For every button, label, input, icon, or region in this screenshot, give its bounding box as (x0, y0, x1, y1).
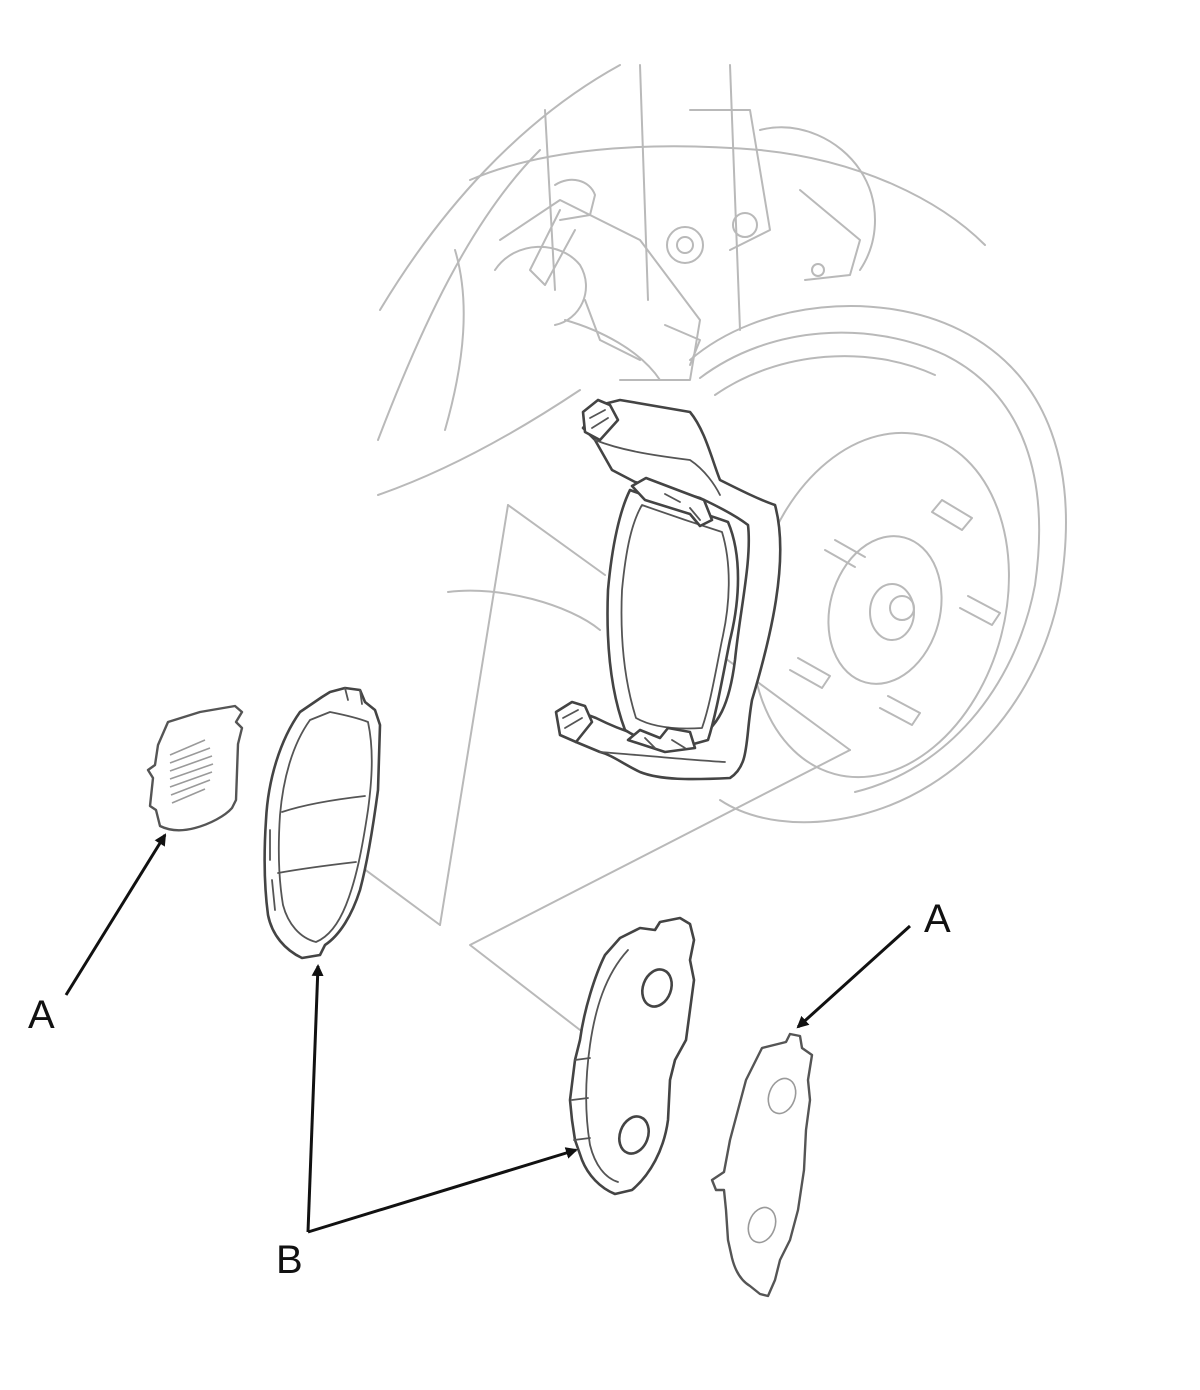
label-shim-right: A (924, 897, 951, 941)
brake-pad-inner (263, 686, 382, 960)
shim-left-texture (169, 739, 214, 804)
label-shim-left: A (28, 993, 55, 1037)
shim-right (710, 1032, 814, 1298)
leader-shim-right (796, 924, 912, 1029)
label-pads: B (276, 1238, 303, 1282)
brake-pad-outer (568, 916, 696, 1196)
leader-shim-left (64, 833, 167, 996)
leader-pad-outer (307, 1147, 578, 1234)
shim-left (146, 704, 244, 832)
leader-pad-inner (306, 964, 324, 1233)
caliper-bracket (554, 398, 782, 781)
leader-lines (64, 833, 912, 1234)
steering-knuckle-background (377, 64, 986, 496)
